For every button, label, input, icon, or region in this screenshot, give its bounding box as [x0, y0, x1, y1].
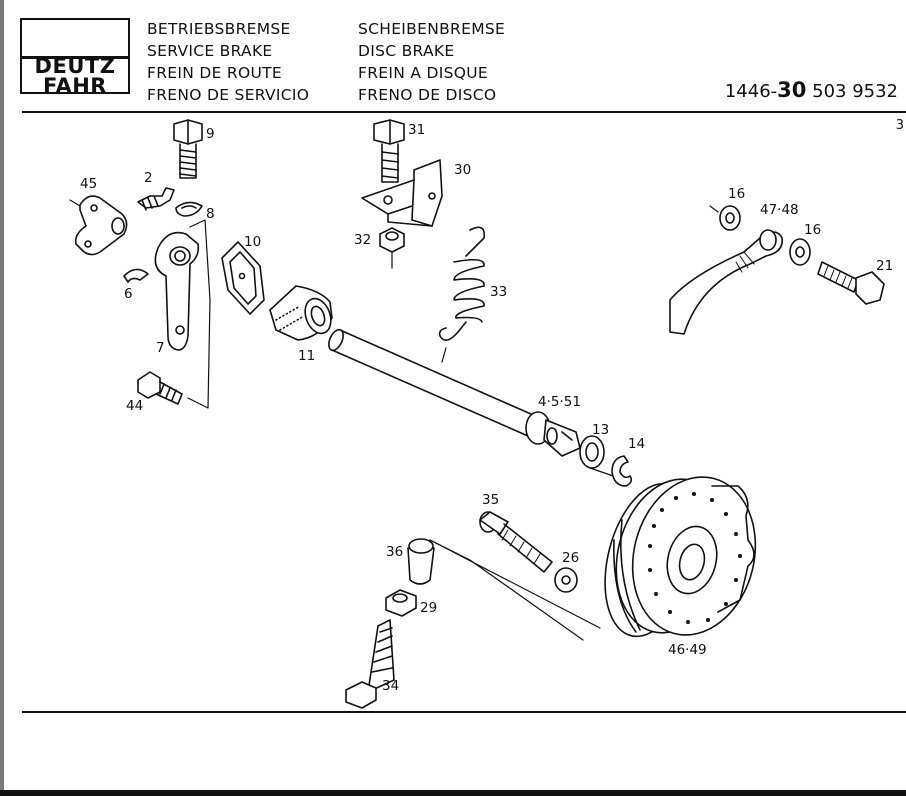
part-11-boot	[269, 285, 333, 341]
callout-46-49: 46·49	[668, 642, 707, 658]
logo-line-2: FAHR	[43, 74, 107, 98]
scan-left-edge	[0, 0, 4, 796]
part-10-seal	[221, 241, 265, 315]
part-16-washer-left	[719, 205, 741, 231]
callout-31: 31	[408, 122, 425, 138]
title-column-1: BETRIEBSBREMSE SERVICE BRAKE FREIN DE RO…	[147, 18, 309, 106]
footer-divider	[22, 711, 906, 713]
part-29-nut	[385, 589, 417, 617]
logo-band	[22, 56, 128, 59]
logo-line-1: DEUTZ	[34, 54, 116, 78]
callout-34: 34	[382, 678, 399, 694]
callout-16-left: 16	[728, 186, 745, 202]
part-number-rest: 503 9532	[806, 81, 898, 102]
callout-4-5-51: 4·5·51	[538, 394, 581, 410]
shaft	[328, 328, 541, 437]
part-16-washer-right	[789, 238, 811, 266]
callout-21: 21	[876, 258, 893, 274]
part-4-5-51-sleeve	[525, 411, 581, 457]
part-6-key	[123, 268, 149, 283]
part-32-nut	[379, 227, 405, 253]
part-26-washer	[554, 567, 578, 593]
part-36-spacer	[407, 538, 435, 585]
page-reference: 3	[895, 118, 904, 133]
part-number-prefix: 1446-	[724, 81, 778, 102]
part-34-stud	[345, 619, 395, 709]
part-46-49-brake-disc	[604, 476, 757, 638]
callout-14: 14	[628, 436, 645, 452]
title-column-2: SCHEIBENBREMSE DISC BRAKE FREIN A DISQUE…	[358, 18, 505, 106]
part-8-washer	[175, 201, 203, 217]
part-30-bracket	[361, 159, 443, 227]
callout-32: 32	[354, 232, 371, 248]
part-number-bold: 30	[777, 78, 807, 102]
callout-labels: 9 2 8 45 10 6 7 11 44 31 30 32 33 16 47·…	[80, 122, 893, 694]
deutz-fahr-logo: DEUTZ FAHR	[20, 18, 130, 98]
part-21-bolt	[817, 261, 885, 305]
part-2-screw	[137, 187, 175, 211]
callout-36: 36	[386, 544, 403, 560]
part-number: 1446-30 503 9532	[725, 78, 898, 102]
callout-47-48: 47·48	[760, 202, 799, 218]
callout-9: 9	[206, 126, 215, 142]
title-en: SERVICE BRAKE	[147, 42, 273, 60]
callout-44: 44	[126, 398, 143, 414]
callout-13: 13	[592, 422, 609, 438]
part-44-bolt	[137, 371, 183, 405]
callout-35: 35	[482, 492, 499, 508]
subtitle-fr: FREIN A DISQUE	[358, 64, 488, 82]
part-35-bolt	[479, 511, 553, 573]
subtitle-en: DISC BRAKE	[358, 42, 455, 60]
title-de: BETRIEBSBREMSE	[147, 20, 291, 38]
bottom-border	[0, 790, 906, 796]
callout-7: 7	[156, 340, 165, 356]
part-45-bracket	[74, 195, 128, 256]
subtitle-es: FRENO DE DISCO	[358, 86, 497, 104]
part-13-washer	[579, 435, 605, 469]
callout-33: 33	[490, 284, 507, 300]
disc-holes	[648, 492, 742, 624]
leader-lines	[69, 199, 719, 641]
callout-11: 11	[298, 348, 315, 364]
subtitle-de: SCHEIBENBREMSE	[358, 20, 506, 38]
callout-10: 10	[244, 234, 261, 250]
part-9-bolt	[173, 119, 203, 179]
callout-45: 45	[80, 176, 97, 192]
title-fr: FREIN DE ROUTE	[147, 64, 283, 82]
part-14-circlip	[611, 455, 633, 487]
part-31-bolt	[373, 119, 405, 183]
callout-2: 2	[144, 170, 153, 186]
header-divider	[22, 111, 906, 113]
callout-8: 8	[206, 206, 215, 222]
callout-16-right: 16	[804, 222, 821, 238]
callout-26: 26	[562, 550, 579, 566]
callout-30: 30	[454, 162, 471, 178]
title-es: FRENO DE SERVICIO	[147, 86, 310, 104]
part-47-48-linkage	[669, 229, 783, 335]
callout-29: 29	[420, 600, 437, 616]
part-33-spring	[438, 226, 486, 341]
part-7-lever	[154, 231, 200, 351]
callout-6: 6	[124, 286, 133, 302]
